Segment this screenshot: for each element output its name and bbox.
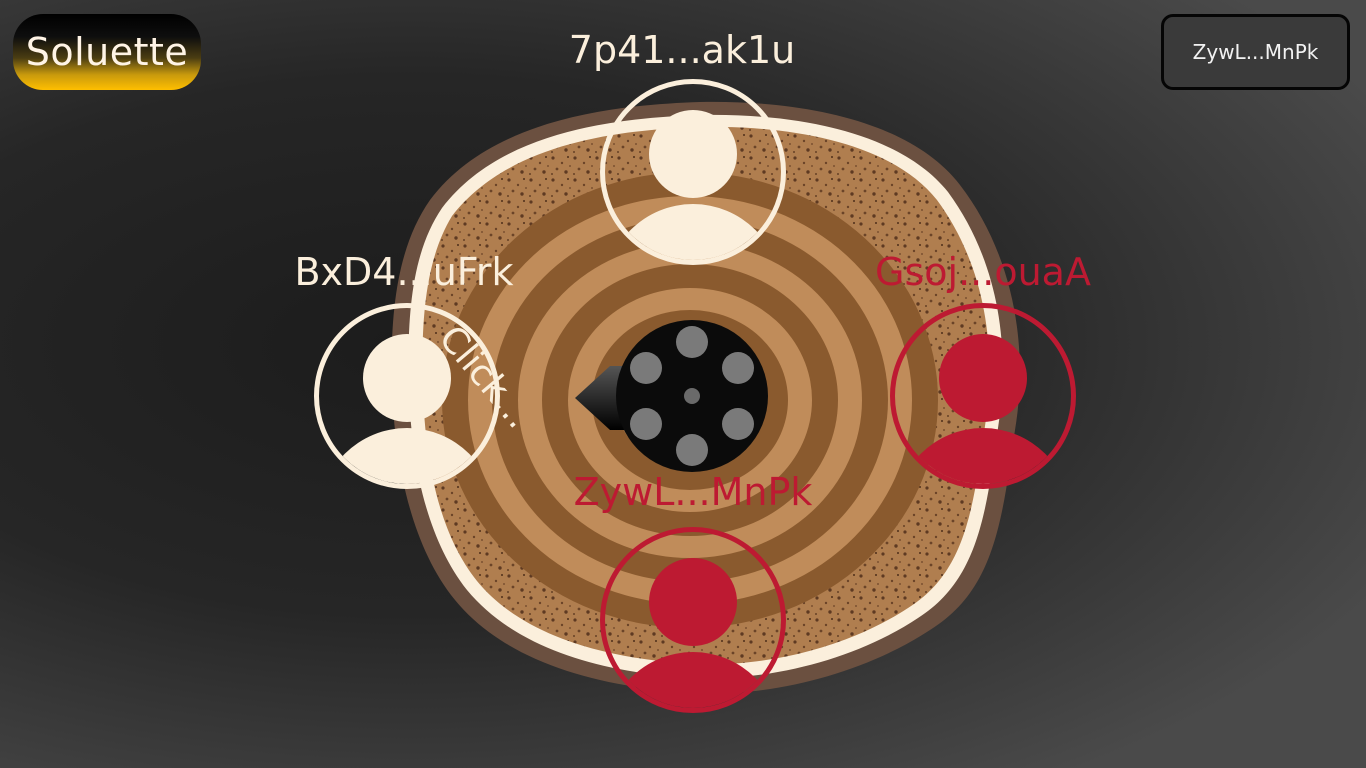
player-bottom-avatar[interactable] [600,527,786,713]
player-right-avatar[interactable] [890,303,1076,489]
avatar-head [939,334,1027,422]
avatar-body [895,428,1071,484]
wallet-address: ZywL...MnPk [1192,40,1319,64]
player-top-address: 7p41...ak1u [568,28,796,72]
logo-text: Soluette [25,30,189,74]
avatar-body [605,652,781,708]
avatar-body [605,204,781,260]
avatar-body [319,428,495,484]
avatar-head [649,558,737,646]
avatar-head [649,110,737,198]
player-left-avatar[interactable] [314,303,500,489]
revolver-cylinder-icon[interactable] [570,318,770,478]
player-right-address: Gsoj...ouaA [875,250,1091,294]
player-top-avatar[interactable] [600,79,786,265]
player-bottom-address: ZywL...MnPk [573,470,813,514]
wallet-button[interactable]: ZywL...MnPk [1161,14,1350,90]
app-logo: Soluette [13,14,201,90]
avatar-head [363,334,451,422]
player-left-address: BxD4...uFrk [294,250,514,294]
